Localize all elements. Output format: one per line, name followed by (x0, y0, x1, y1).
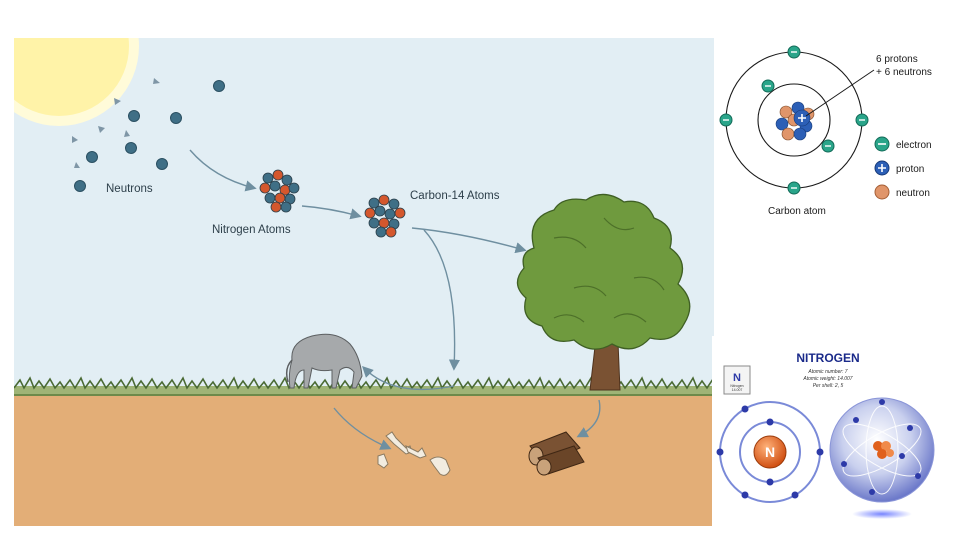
arrow-carbon14-to-animal (423, 229, 461, 371)
callout-line-2: + 6 neutrons (876, 67, 932, 78)
atom-legend: electron proton neutron (874, 136, 932, 200)
electron-icon (816, 448, 824, 456)
electron-icon (841, 461, 847, 467)
nitrogen-svg: N Nitrogen 14.007 NITROGEN Atomic number… (716, 351, 935, 519)
tile-line-2: 14.007 (732, 388, 743, 392)
soil (14, 394, 714, 526)
nitrogen-atom-card: N Nitrogen 14.007 NITROGEN Atomic number… (712, 336, 960, 526)
carbon14-atoms-label: Carbon-14 Atoms (410, 190, 500, 202)
cycle-svg: Neutrons (14, 38, 714, 526)
electron-icon (761, 79, 775, 93)
electron-icon (915, 473, 921, 479)
wood-logs-icon (528, 431, 585, 476)
electron-icon (741, 405, 749, 413)
electrons (719, 45, 869, 195)
neutron-dot (170, 112, 182, 124)
info-line-3: Per shell: 2, 5 (813, 383, 844, 389)
nitrogen-title: NITROGEN (796, 351, 859, 365)
arrow-to-horse (362, 366, 455, 391)
electron-icon (719, 113, 733, 127)
neutron-dot (125, 142, 137, 154)
electron-icon (874, 136, 890, 152)
electron-icon (716, 448, 724, 456)
carbon-nucleus (775, 101, 815, 141)
nitrogen-atoms-label: Nitrogen Atoms (212, 224, 291, 236)
neutron-dot (74, 180, 86, 192)
bones-icon (377, 431, 451, 476)
electron-icon (787, 181, 801, 195)
nitrogen-atom-cluster (259, 169, 300, 213)
neutrons-label: Neutrons (106, 183, 153, 195)
tile-line-1: Nitrogen (730, 384, 743, 388)
nitrogen-bohr-model: N (716, 401, 824, 503)
electron-icon (741, 491, 749, 499)
neutron-dot (213, 80, 225, 92)
carbon14-cycle-illustration: Neutrons (14, 38, 714, 526)
electron-icon (791, 491, 799, 499)
electron-icon (853, 417, 859, 423)
callout-line-1: 6 protons (876, 54, 918, 65)
nitrogen-sphere-model (829, 397, 935, 519)
electron-icon (869, 489, 875, 495)
arrow-nitrogen-to-carbon14 (301, 205, 362, 220)
info-line-1: Atomic number: 7 (807, 369, 847, 375)
sphere-nucleus (873, 441, 894, 459)
neutron-dot (128, 110, 140, 122)
carbon-atom-svg: 6 protons + 6 neutrons electron proton n… (719, 45, 932, 217)
free-neutrons (74, 80, 225, 192)
electron-icon (899, 453, 905, 459)
info-line-2: Atomic weight: 14.007 (802, 376, 852, 382)
element-symbol: N (733, 372, 741, 384)
electron-icon (907, 425, 913, 431)
arrow-neutron-to-nitrogen (189, 149, 257, 192)
legend-neutron-label: neutron (896, 188, 930, 199)
electron-icon (787, 45, 801, 59)
callout-line (805, 69, 875, 117)
neutron-dot (86, 151, 98, 163)
nucleus-symbol: N (765, 444, 775, 460)
legend-electron-label: electron (896, 140, 932, 151)
tree-icon (516, 193, 691, 391)
sun-icon (14, 38, 139, 126)
element-tile: N Nitrogen 14.007 (723, 365, 751, 395)
bohr-electrons (716, 405, 824, 499)
nucleus-icon (753, 435, 787, 469)
neutron-dot (156, 158, 168, 170)
sun-rays (72, 78, 160, 168)
proton-icon (874, 160, 890, 176)
legend-proton-label: proton (896, 164, 924, 175)
neutron-icon (874, 184, 890, 200)
grass (14, 376, 714, 396)
flow-arrows (189, 149, 601, 450)
sphere-electrons (841, 399, 921, 495)
carbon-atom-diagram: 6 protons + 6 neutrons electron proton n… (716, 38, 946, 222)
horse-icon (285, 333, 363, 389)
arrow-tree-to-wood (576, 399, 601, 438)
electron-icon (766, 418, 774, 426)
electron-icon (766, 478, 774, 486)
carbon14-atom-cluster (364, 194, 406, 238)
carbon-atom-caption: Carbon atom (768, 206, 826, 217)
electron-icon (821, 139, 835, 153)
electron-icon (879, 399, 885, 405)
electron-icon (855, 113, 869, 127)
arrow-horse-to-bones (333, 407, 392, 450)
arrow-carbon14-to-tree (411, 227, 527, 254)
